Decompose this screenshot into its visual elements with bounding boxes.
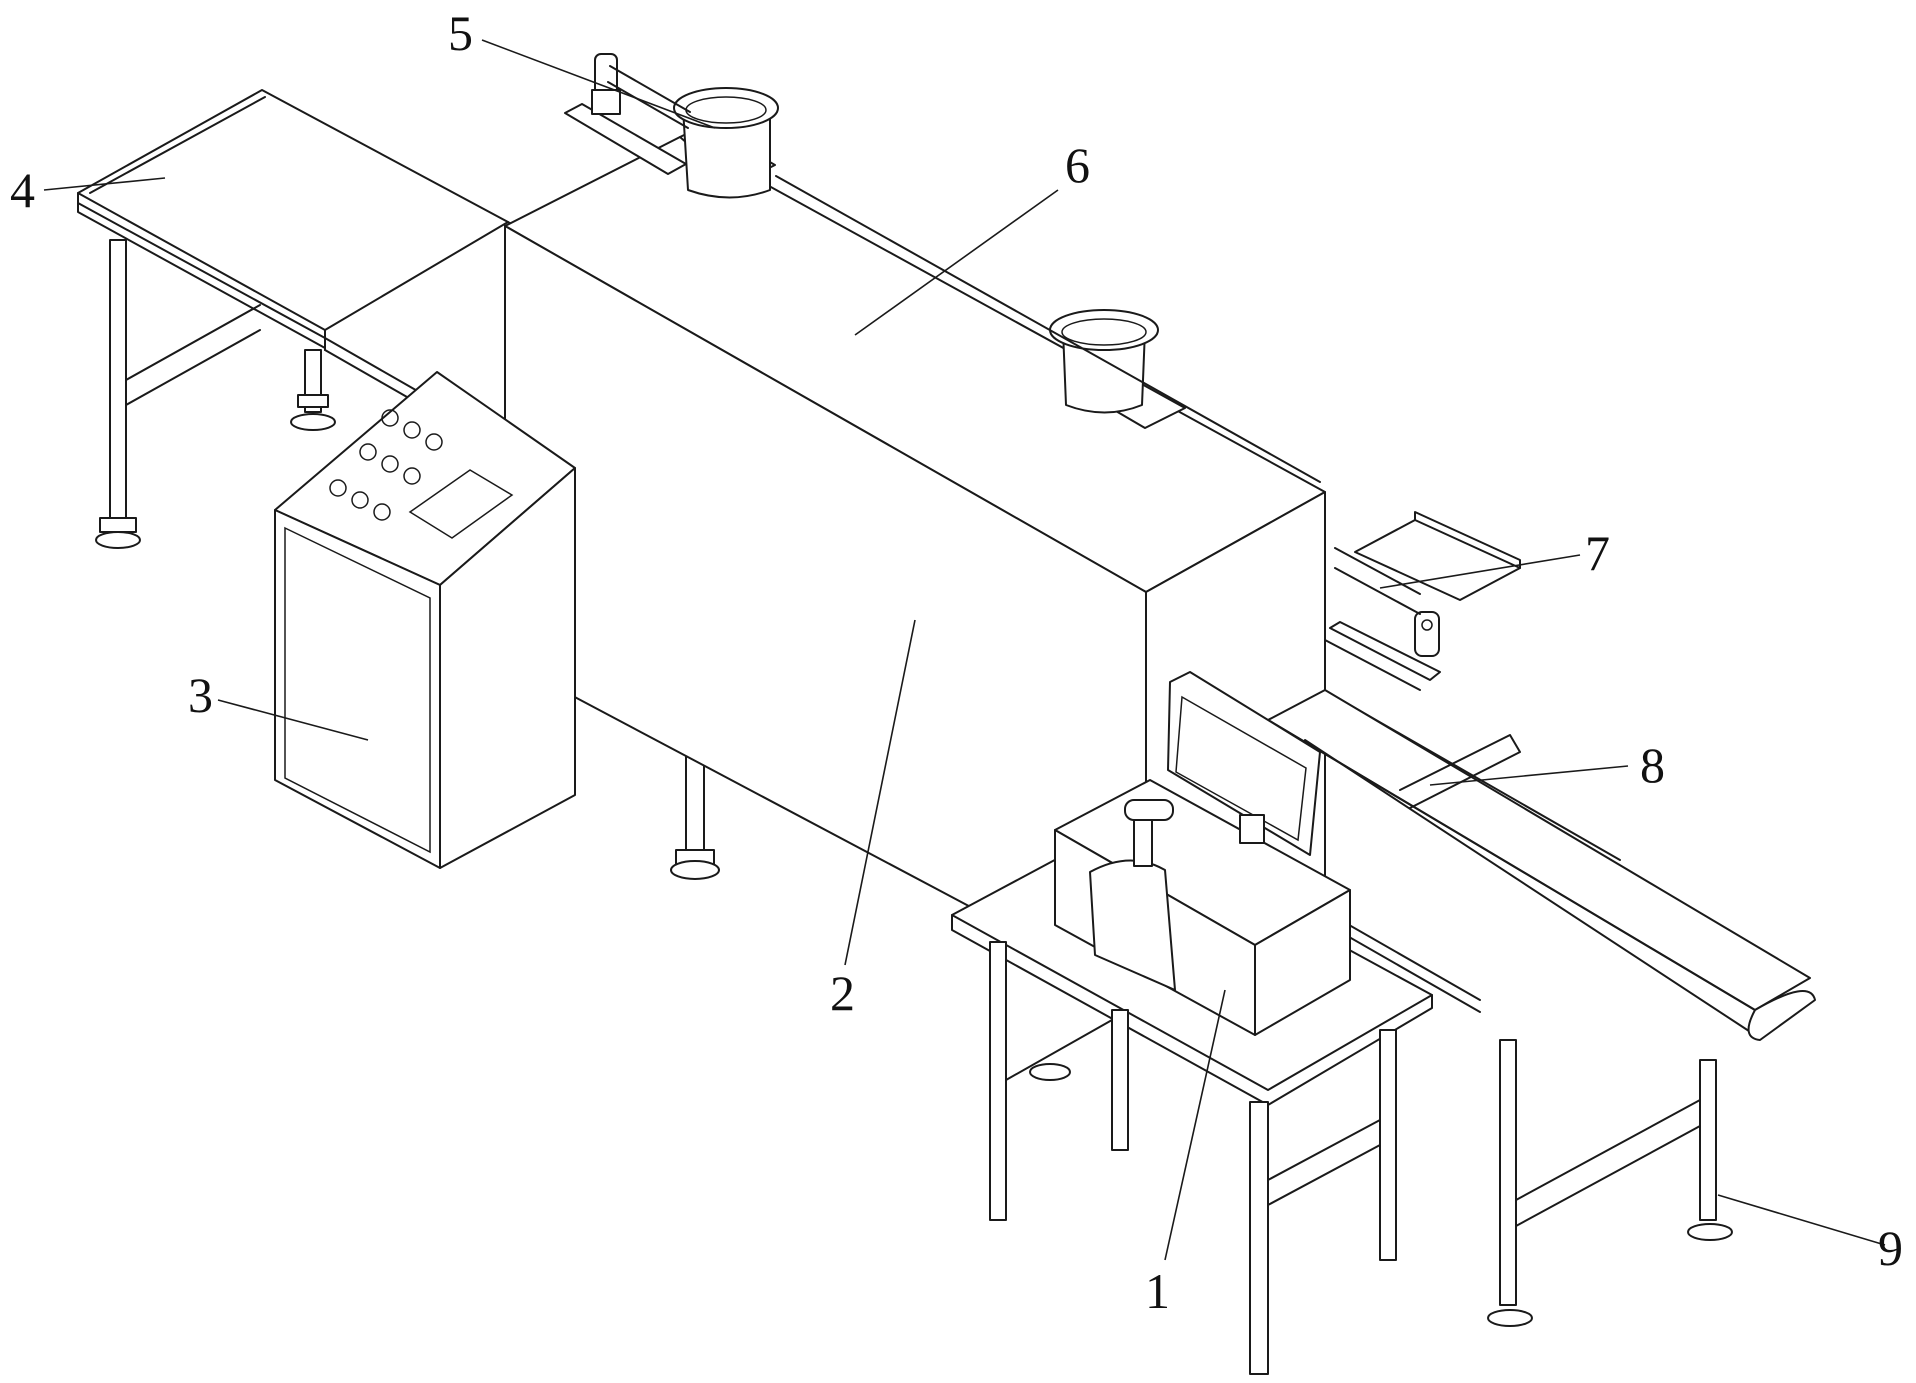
outfeed-conveyor — [1267, 689, 1816, 1327]
label-7: 7 — [1585, 525, 1610, 581]
label-1: 1 — [1145, 1263, 1170, 1319]
label-4: 4 — [10, 162, 35, 218]
infeed-conveyor — [77, 89, 509, 549]
label-3: 3 — [188, 667, 213, 723]
top-hopper-rear — [673, 87, 779, 199]
rear-pusher — [564, 53, 1321, 483]
label-6: 6 — [1065, 137, 1090, 193]
label-8: 8 — [1640, 737, 1665, 793]
label-9: 9 — [1878, 1220, 1903, 1276]
inspection-table — [951, 671, 1433, 1375]
label-5: 5 — [448, 5, 473, 61]
leader-lines — [43, 39, 1886, 1261]
top-hopper-front — [1049, 309, 1186, 429]
control-cabinet — [274, 371, 576, 869]
reference-labels: 1 2 3 4 5 6 7 8 9 — [10, 5, 1903, 1319]
label-2: 2 — [830, 965, 855, 1021]
side-pusher — [1324, 511, 1521, 691]
